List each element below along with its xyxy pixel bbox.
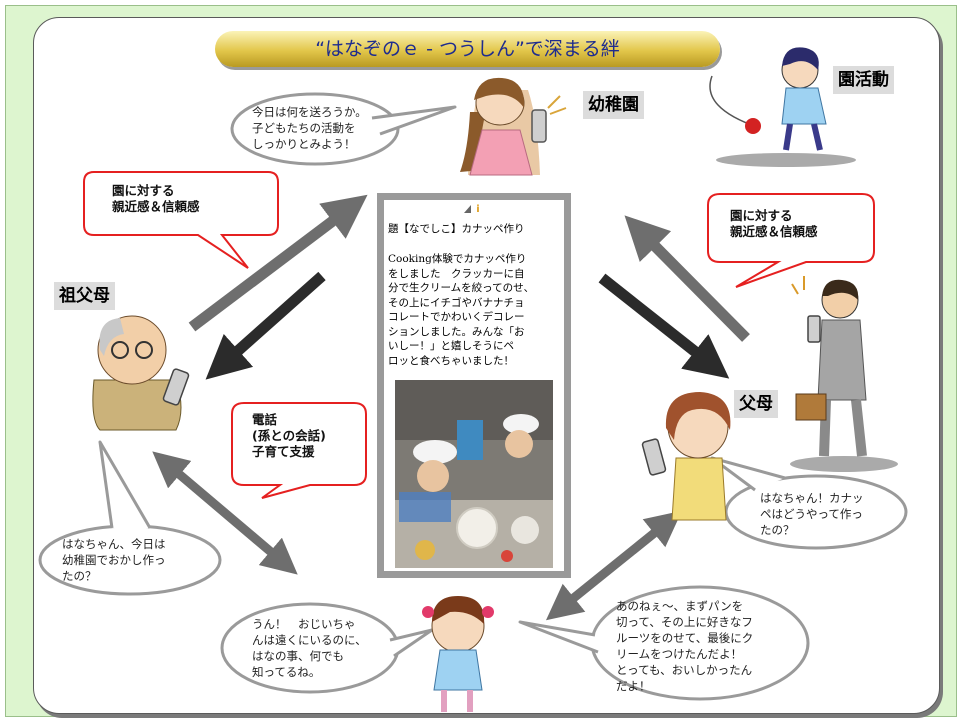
callout-trust-right-text: 園に対する 親近感＆信頼感 (730, 208, 818, 239)
teacher-bubble-text: 今日は何を送ろうか。 子どもたちの活動を しっかりとみよう！ (252, 105, 367, 151)
signal-icon (464, 205, 471, 213)
label-garden-activity: 園活動 (833, 66, 894, 94)
father-illustration (790, 276, 898, 472)
status-text: ⅰ (476, 204, 480, 215)
cooking-photo (395, 380, 553, 568)
child-illustration (422, 596, 494, 712)
status-bar: ⅰ (464, 204, 480, 215)
label-grandparents: 祖父母 (54, 282, 115, 310)
arrow-parents-to-kindergarten (624, 215, 750, 342)
callout-trust-left (83, 171, 279, 269)
post-title: 題【なでしこ】カナッペ作り (388, 223, 525, 235)
phone-screen-frame: ⅰ 題【なでしこ】カナッペ作り Cooking体験でカナッペ作り をしました ク… (377, 193, 571, 578)
callout-phone-text: 電話 (孫との会話) 子育て支援 (252, 412, 326, 459)
callout-trust-right (707, 193, 875, 288)
phone-screen: ⅰ 題【なでしこ】カナッペ作り Cooking体験でカナッペ作り をしました ク… (384, 200, 564, 571)
diagram-title: “はなぞのｅ - つうしん”で深まる絆 (215, 31, 720, 67)
label-kindergarten: 幼稚園 (583, 91, 644, 119)
grandfather-illustration (92, 315, 190, 431)
grandparent-bubble-text: はなちゃん、今日は 幼稚園でおかし作っ たの？ (62, 537, 166, 583)
callout-trust-left-text: 園に対する 親近感＆信頼感 (112, 183, 200, 214)
speech-bubble-teacher (230, 92, 457, 166)
arrow-kindergarten-to-grandparents-left (188, 194, 368, 332)
speech-bubble-grandparent (38, 440, 222, 596)
speech-bubble-child-left (220, 602, 434, 694)
arrow-center-to-grandparents (205, 271, 326, 380)
arrow-child-mother-two-way (545, 510, 683, 621)
label-parents: 父母 (734, 390, 778, 418)
arrow-grandparent-child-two-way (152, 451, 298, 575)
teacher-illustration (460, 77, 567, 176)
mother-illustration (641, 392, 731, 521)
garden-activity-illustration (709, 47, 856, 167)
child-left-bubble-text: うん！ おじいちゃ んは遠くにいるのに、 はなの事、何でも 知ってるね。 (252, 617, 367, 679)
post-body: Cooking体験でカナッペ作り をしました クラッカーに自 分で生クリームを絞… (388, 253, 535, 367)
child-right-bubble-text: あのねぇ～、まずパンを 切って、その上に好きなフ ルーツをのせて、最後にク リー… (616, 599, 754, 693)
speech-bubble-child-right (518, 585, 810, 701)
callout-phone (231, 402, 367, 499)
mother-bubble-text: はなちゃん！カナッ ペはどうやって作っ たの？ (760, 491, 864, 537)
arrow-center-to-parents (598, 273, 730, 379)
